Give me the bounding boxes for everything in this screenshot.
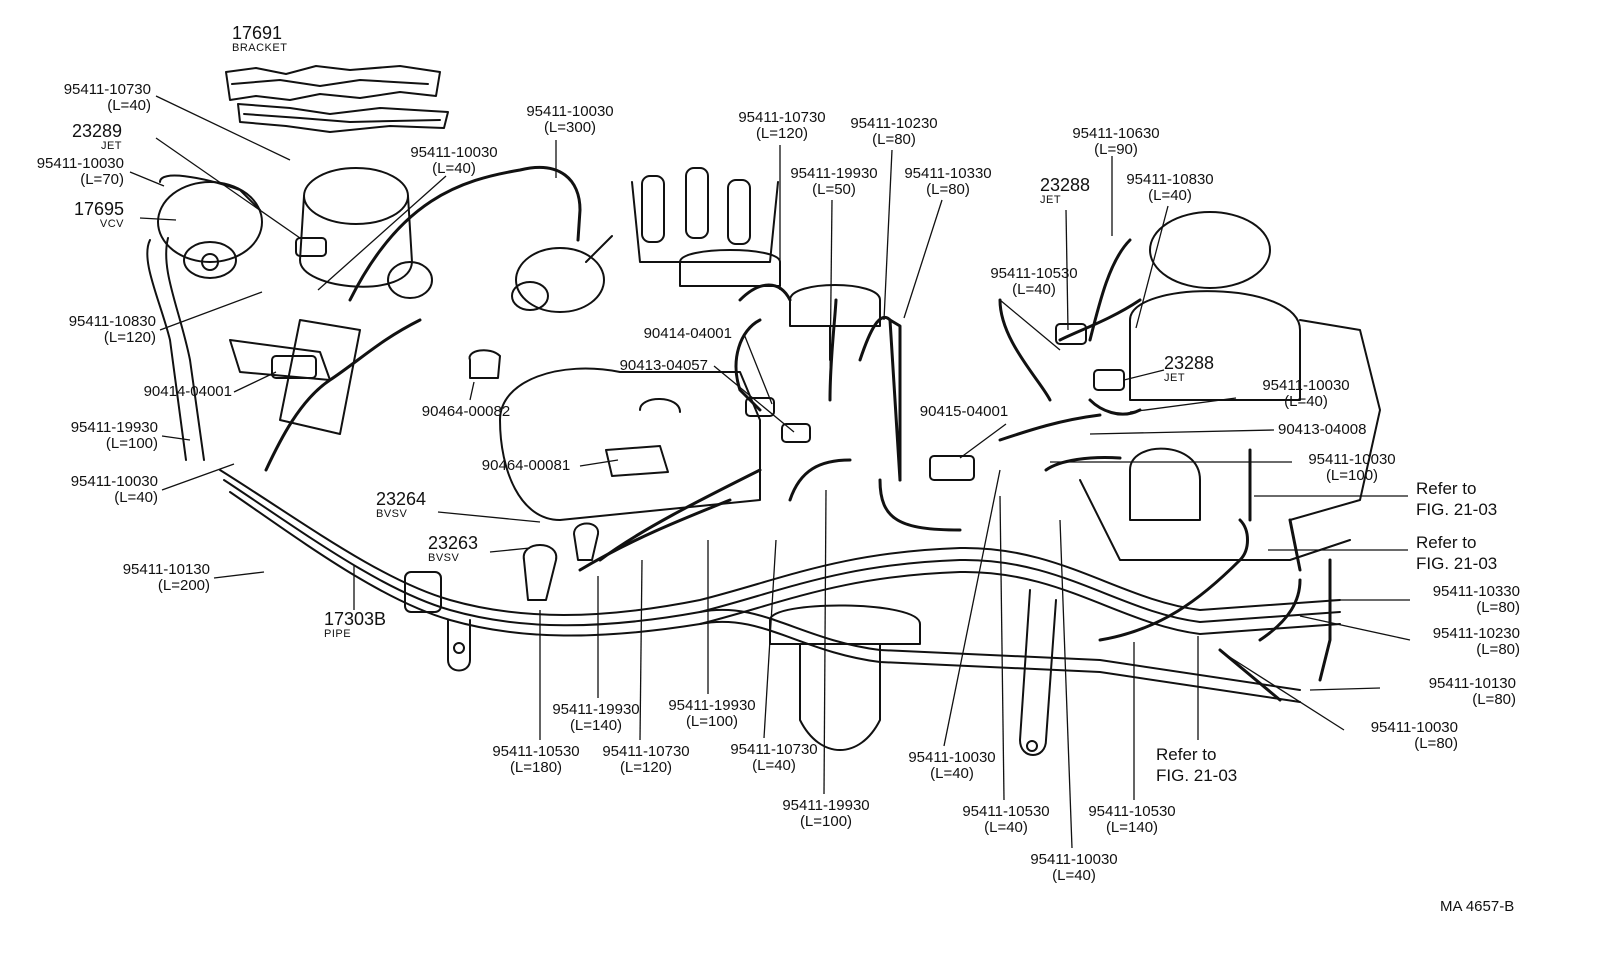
- label-95411-10730-l40: 95411-10730(L=40): [63, 81, 151, 114]
- label-95411-10530-l180: 95411-10530(L=180): [492, 743, 580, 776]
- label-95411-10830-l120: 95411-10830(L=120): [68, 313, 156, 346]
- label-95411-10130-l200: 95411-10130(L=200): [122, 561, 210, 594]
- leader-lines: [129, 95, 1411, 849]
- label-95411-19930-l100-left: 95411-19930(L=100): [70, 419, 158, 452]
- label-95411-19930-l100-bottom: 95411-19930(L=100): [782, 797, 870, 830]
- label-95411-10530-l40-top: 95411-10530(L=40): [990, 265, 1078, 298]
- label-90413-04057: 90413-04057: [619, 357, 708, 374]
- label-95411-19930-l140: 95411-19930(L=140): [552, 701, 640, 734]
- pipe-17303b-drawing: [219, 469, 1341, 756]
- label-95411-10030-l40-top: 95411-10030(L=40): [410, 144, 498, 177]
- label-90413-04008: 90413-04008: [1278, 421, 1367, 438]
- label-95411-10830-l40: 95411-10830(L=40): [1126, 171, 1214, 204]
- label-95411-10730-l120-bottom: 95411-10730(L=120): [602, 743, 690, 776]
- label-95411-10030-l80: 95411-10030(L=80): [1370, 719, 1458, 752]
- label-95411-10230-l80-top: 95411-10230(L=80): [850, 115, 938, 148]
- label-95411-10530-l40-bottom: 95411-10530(L=40): [962, 803, 1050, 836]
- label-95411-10630-l90: 95411-10630(L=90): [1072, 125, 1160, 158]
- label-95411-10030-l40-bottom: 95411-10030(L=40): [1030, 851, 1118, 884]
- label-95411-10030-l300: 95411-10030(L=300): [526, 103, 614, 136]
- bracket-17691-drawing: [225, 65, 449, 133]
- vacuum-actuator-drawing: [511, 235, 613, 313]
- label-90414-04001-left: 90414-04001: [143, 383, 232, 400]
- label-95411-10030-l40-mid: 95411-10030(L=40): [908, 749, 996, 782]
- hose-fittings: [271, 237, 1125, 601]
- distributor-cap-drawing: [631, 167, 781, 287]
- label-95411-10330-l80-top: 95411-10330(L=80): [904, 165, 992, 198]
- label-90464-00082: 90464-00082: [421, 403, 511, 420]
- label-95411-10030-l100-right: 95411-10030(L=100): [1308, 451, 1396, 484]
- label-95411-10730-l40-bottom: 95411-10730(L=40): [730, 741, 818, 774]
- vcv-17695-drawing: [146, 174, 263, 461]
- vacuum-hoses: [264, 165, 1332, 702]
- label-95411-10030-l70: 95411-10030(L=70): [36, 155, 124, 188]
- drawing-code: MA 4657-B: [1440, 898, 1515, 915]
- diaphragm-canister-drawing: [229, 167, 433, 435]
- label-95411-19930-l100-center: 95411-19930(L=100): [668, 697, 756, 730]
- label-95411-10130-l80: 95411-10130(L=80): [1428, 675, 1516, 708]
- label-90464-00081: 90464-00081: [481, 457, 571, 474]
- label-90415-04001: 90415-04001: [919, 403, 1009, 420]
- label-95411-19930-l50: 95411-19930(L=50): [790, 165, 878, 198]
- label-95411-10030-l40-right: 95411-10030(L=40): [1262, 377, 1350, 410]
- label-95411-10330-l80-right: 95411-10330(L=80): [1432, 583, 1520, 616]
- label-95411-10530-l140: 95411-10530(L=140): [1088, 803, 1176, 836]
- label-90414-04001-center: 90414-04001: [643, 325, 732, 342]
- label-95411-10230-l80-right: 95411-10230(L=80): [1432, 625, 1520, 658]
- label-95411-10730-l120-top: 95411-10730(L=120): [738, 109, 826, 142]
- label-95411-10030-l40-left: 95411-10030(L=40): [70, 473, 158, 506]
